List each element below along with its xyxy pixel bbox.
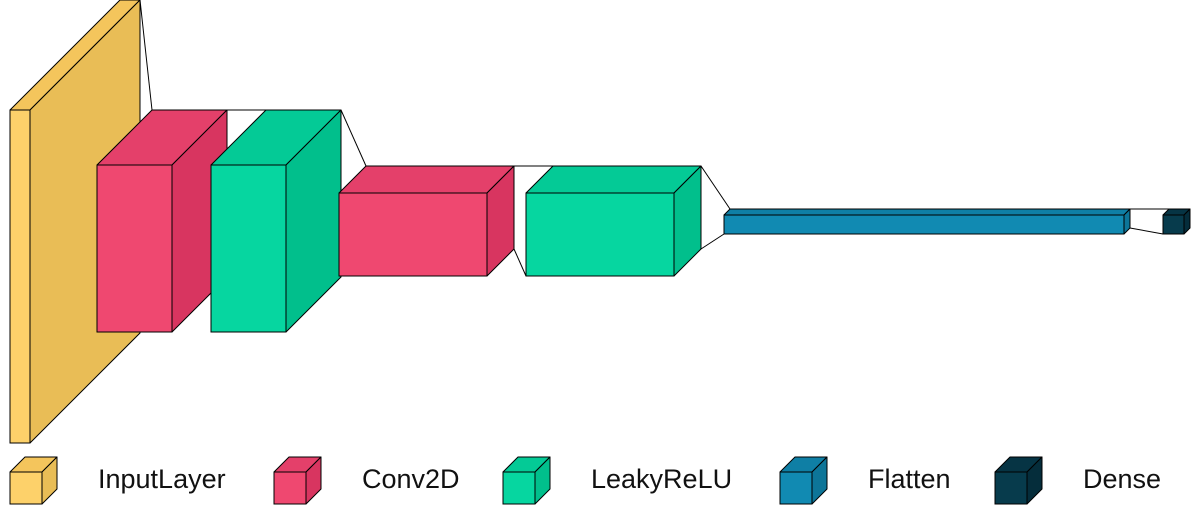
legend-label: InputLayer [98,464,226,494]
layer-front-face [525,192,675,277]
flatten-cube-icon [779,456,828,505]
connector-line-3-top [340,109,367,167]
layer-front-face [96,164,173,333]
connector-line-5-bottom [700,233,725,250]
legend: InputLayer Conv2D LeakyReLU Flatten Dense [9,456,1161,505]
inputlayer-cube-icon [9,456,58,505]
conv2d-cube-icon [273,456,322,505]
legend-item-inputlayer: InputLayer [9,456,226,505]
connector-line-5-top [700,165,731,210]
layer-front-face [338,192,488,277]
layer-box-5-leakyrelu [525,165,702,277]
layer-box-3-leakyrelu [210,109,342,333]
legend-item-dense: Dense [994,456,1161,505]
dense-cube-icon [994,456,1043,505]
layer-stack [9,0,1191,444]
layer-top-face [723,208,1131,216]
legend-label: Flatten [868,464,951,494]
layer-front-face [1162,214,1185,235]
connector-line-1-top [139,0,153,111]
leakyrelu-cube-icon [502,456,551,505]
layer-top-face [338,165,515,194]
layer-box-4-conv2d [338,165,515,277]
layer-top-face [525,165,702,194]
legend-item-leakyrelu: LeakyReLU [502,456,732,505]
legend-label: LeakyReLU [591,464,732,494]
legend-item-conv2d: Conv2D [273,456,460,505]
layer-front-face [210,164,287,333]
layer-box-7-dense [1162,208,1191,235]
legend-label: Conv2D [362,464,460,494]
connector-line-4-bottom [513,248,527,277]
legend-label: Dense [1083,464,1161,494]
legend-item-flatten: Flatten [779,456,951,505]
layer-front-face [723,214,1125,235]
layer-box-6-flatten [723,208,1131,235]
layer-front-face [9,109,31,444]
connector-line-6-bottom [1129,227,1164,235]
